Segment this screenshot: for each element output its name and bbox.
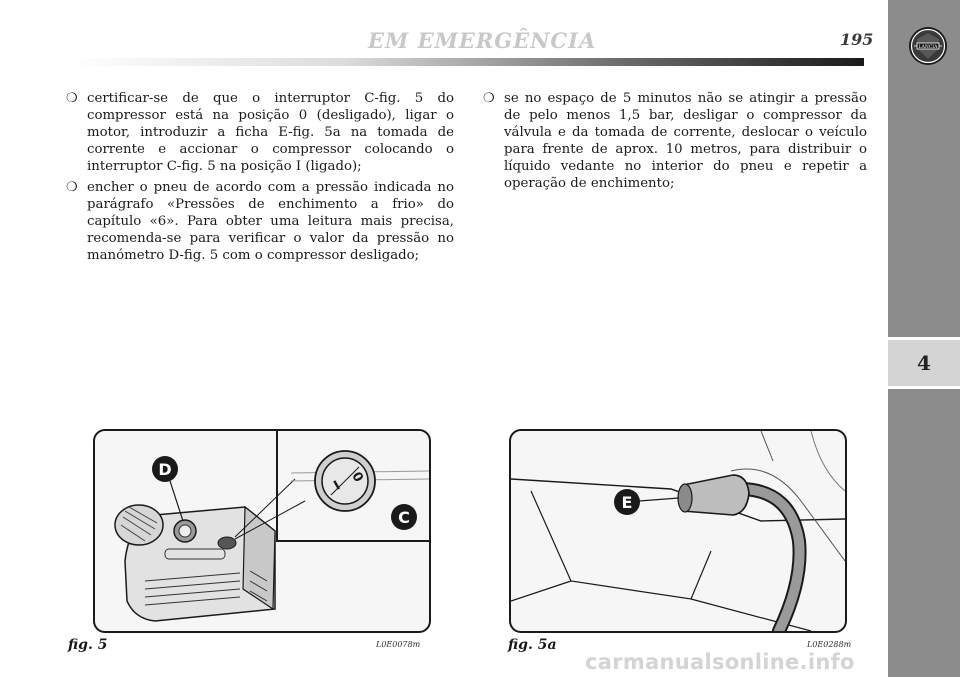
paragraph: encher o pneu de acordo com a pressão in… [87, 180, 454, 263]
callout-e: E [622, 493, 633, 512]
figure-caption: fig. 5 [68, 637, 108, 653]
list-item: ❍ encher o pneu de acordo com a pressão … [66, 179, 454, 264]
tab-separator [888, 337, 960, 340]
bullet-icon: ❍ [66, 180, 78, 195]
lancia-logo-icon: LANCIA [909, 27, 947, 65]
svg-text:LANCIA: LANCIA [919, 44, 938, 50]
text-column-right: ❍ se no espaço de 5 minutos não se ating… [483, 90, 867, 196]
callout-d: D [158, 460, 171, 479]
bullet-icon: ❍ [483, 91, 495, 106]
figure-code: L0E0078m [376, 640, 421, 649]
list-item: ❍ certificar-se de que o interruptor C-f… [66, 90, 454, 175]
header-rule [66, 58, 864, 66]
figure-code: L0E0288m [807, 640, 852, 649]
page-header-title: EM EMERGÊNCIA [368, 28, 597, 53]
paragraph: se no espaço de 5 minutos não se atingir… [504, 91, 867, 191]
tab-separator [888, 386, 960, 389]
text-column-left: ❍ certificar-se de que o interruptor C-f… [66, 90, 454, 268]
chapter-tab-4[interactable]: 4 [888, 340, 960, 386]
figure-power-socket: E [509, 429, 847, 633]
callout-c: C [398, 508, 410, 527]
paragraph: certificar-se de que o interruptor C-fig… [87, 91, 454, 174]
list-item: ❍ se no espaço de 5 minutos não se ating… [483, 90, 867, 192]
compressor-illustration: D I 0 C [114, 431, 429, 622]
switch-mark-on: I [331, 478, 343, 493]
bullet-icon: ❍ [66, 91, 78, 106]
figure-compressor: D I 0 C [93, 429, 431, 633]
figure-caption: fig. 5a [508, 637, 557, 653]
watermark: carmanualsonline.info [585, 650, 855, 674]
socket-illustration: E [511, 431, 845, 631]
page-number: 195 [840, 30, 874, 49]
